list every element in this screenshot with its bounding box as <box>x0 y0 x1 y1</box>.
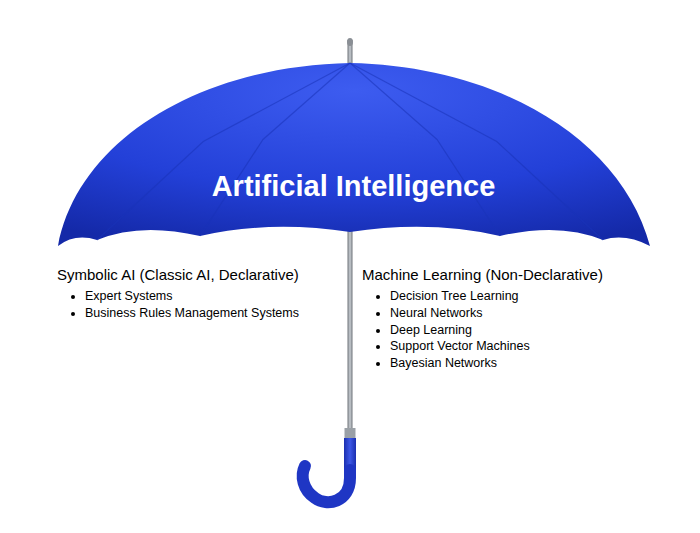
category-column: Machine Learning (Non-Declarative) Decisi… <box>362 266 603 372</box>
canopy <box>58 63 650 246</box>
canopy-rib <box>200 63 350 236</box>
category-heading: Symbolic AI (Classic AI, Declarative) <box>57 266 299 284</box>
tip <box>347 38 353 46</box>
handle-hook <box>303 466 350 502</box>
technique-item: Bayesian Networks <box>390 355 603 372</box>
canopy-rib <box>350 63 603 240</box>
technique-item: Support Vector Machines <box>390 338 603 355</box>
bullet-list: Decision Tree LearningNeural NetworksDee… <box>362 288 603 372</box>
umbrella-canopy: Artificial Intelligence <box>55 58 652 250</box>
canopy-rib <box>350 63 500 236</box>
category-column: Symbolic AI (Classic AI, Declarative) Exp… <box>57 266 299 322</box>
category-heading: Machine Learning (Non-Declarative) <box>362 266 603 284</box>
technique-item: Deep Learning <box>390 322 603 339</box>
canopy-title: Artificial Intelligence <box>55 58 652 203</box>
technique-item: Neural Networks <box>390 305 603 322</box>
canopy-shape <box>55 58 652 250</box>
technique-item: Expert Systems <box>85 288 299 305</box>
technique-item: Decision Tree Learning <box>390 288 603 305</box>
bullet-list: Expert SystemsBusiness Rules Management … <box>57 288 299 322</box>
canopy-rib <box>97 63 350 240</box>
technique-item: Business Rules Management Systems <box>85 305 299 322</box>
